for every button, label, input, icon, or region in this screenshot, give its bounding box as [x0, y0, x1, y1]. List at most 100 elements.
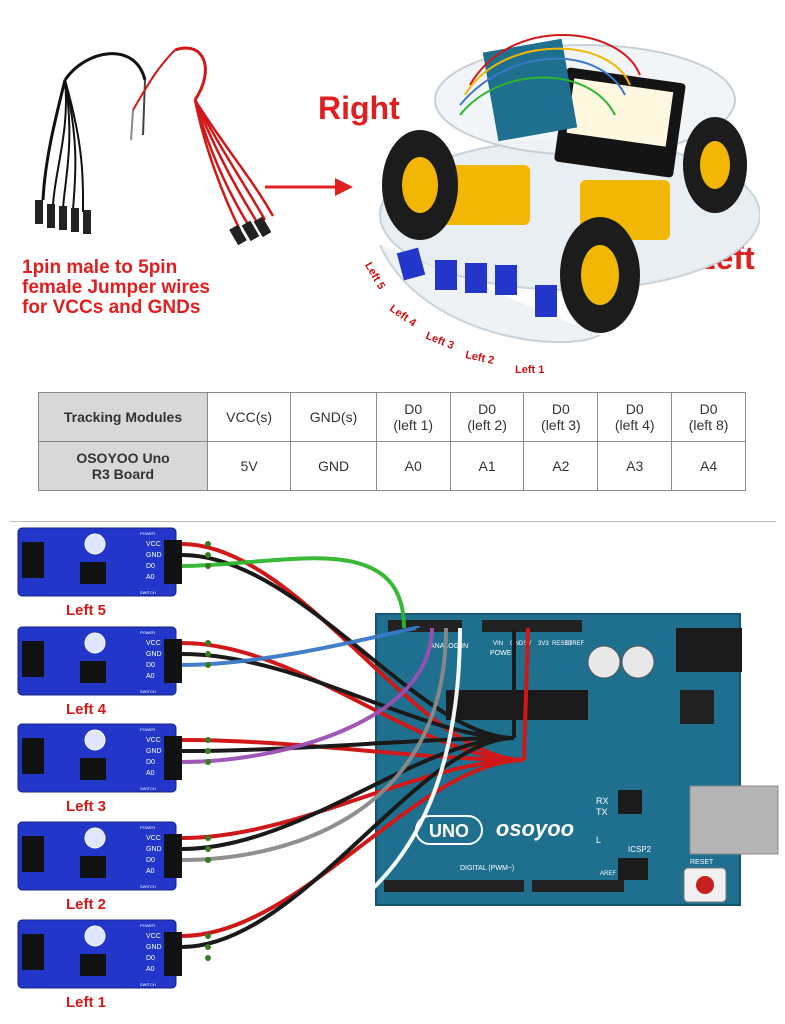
module-pin-label: GND: [146, 846, 162, 853]
board-rx-label: RX: [596, 796, 609, 806]
car-sensor-label-left1: Left 1: [515, 364, 545, 376]
vcc-trunk-wire: [522, 627, 530, 761]
module-label: Left 5: [66, 602, 107, 619]
module-switch-label: SWITCH: [140, 689, 156, 694]
module-label: Left 3: [66, 798, 107, 815]
module-pin-label: GND: [146, 944, 162, 951]
wire-end: [205, 933, 211, 939]
wire-end: [205, 944, 211, 950]
module-pin-label: D0: [146, 662, 155, 669]
vcc-wire: [181, 542, 525, 762]
module-pin-label: D0: [146, 759, 155, 766]
module-pin-label: A0: [146, 673, 155, 680]
table-cell: GND: [290, 441, 377, 491]
module-power-label: POWER: [140, 531, 155, 536]
table-cell: A1: [449, 441, 525, 491]
module-pin-label: D0: [146, 563, 155, 570]
table-cell: A4: [671, 441, 746, 491]
board-pin-reset: RESET: [552, 641, 572, 647]
signal-wire: [181, 627, 434, 764]
board-power-label: POWER: [490, 650, 516, 657]
board-pin-ioref: IOREF: [566, 641, 585, 647]
wire-end: [205, 640, 211, 646]
wire-end: [205, 835, 211, 841]
board-icsp-label: ICSP2: [628, 845, 652, 854]
module-switch-label: SWITCH: [140, 786, 156, 791]
gnd-wire: [181, 736, 515, 851]
section-divider: [10, 521, 776, 522]
wire-end: [205, 748, 211, 754]
module-pin-label: A0: [146, 868, 155, 875]
board-tx-label: TX: [596, 807, 608, 817]
table-cell: D0 (left 1): [375, 392, 451, 442]
board-reset-label: RESET: [690, 859, 714, 866]
table-cell: A0: [375, 441, 451, 491]
board-analog-label: ANALOG IN: [430, 643, 468, 650]
gnd-wire: [181, 652, 515, 740]
module-pin-label: A0: [146, 966, 155, 973]
signal-wire: [181, 625, 420, 667]
table-cell: OSOYOO Uno R3 Board: [38, 441, 208, 491]
board-brand-logo: osoyoo: [496, 816, 574, 841]
vcc-wire: [181, 738, 525, 762]
board-pin-vin: VIN: [493, 641, 503, 647]
board-uno-logo: UNO: [429, 821, 469, 841]
board-l-label: L: [596, 835, 601, 845]
gnd-wire: [181, 736, 515, 949]
tracking-modules: VCCGNDD0A0POWERSWITCHVCCGNDD0A0POWERSWIT…: [17, 527, 182, 989]
table-cell: GND(s): [290, 392, 377, 442]
module-label: Left 4: [66, 701, 107, 718]
module-pin-label: VCC: [146, 737, 161, 744]
module-power-label: POWER: [140, 630, 155, 635]
module-pin-label: D0: [146, 857, 155, 864]
module-switch-label: SWITCH: [140, 590, 156, 595]
module-pin-label: VCC: [146, 541, 161, 548]
module-pin-label: A0: [146, 574, 155, 581]
module-label: Left 2: [66, 896, 107, 913]
jumper-caption: 1pin male to 5pin female Jumper wires fo…: [22, 258, 282, 318]
module-pin-label: VCC: [146, 933, 161, 940]
module-switch-label: SWITCH: [140, 884, 156, 889]
module-power-label: POWER: [140, 825, 155, 830]
board-digital-label: DIGITAL (PWM~): [460, 865, 514, 872]
wire-end: [205, 563, 211, 569]
vcc-wire: [181, 758, 525, 840]
signal-wire: [181, 556, 406, 629]
table-row: Tracking Modules VCC(s) GND(s) D0 (left …: [38, 392, 746, 442]
label-right: Right: [318, 90, 400, 126]
arrow-icon: [265, 175, 355, 204]
wire-end: [205, 552, 211, 558]
vcc-wire: [181, 758, 525, 938]
wire-end: [205, 651, 211, 657]
module-pin-label: GND: [146, 552, 162, 559]
signal-wire: [181, 627, 448, 862]
robot-car-illustration: [360, 5, 761, 355]
jumper-wires: [181, 541, 530, 961]
wire-end: [205, 662, 211, 668]
table-cell: A3: [597, 441, 673, 491]
wire-end: [205, 737, 211, 743]
wire-end: [205, 857, 211, 863]
module-switch-label: SWITCH: [140, 982, 156, 987]
module-pin-label: GND: [146, 748, 162, 755]
signal-wire: [181, 627, 462, 960]
caption-line-1: 1pin male to 5pin: [22, 257, 178, 278]
caption-line-2: female Jumper wires: [22, 277, 210, 298]
module-pin-label: A0: [146, 770, 155, 777]
caption-line-3: for VCCs and GNDs: [22, 297, 201, 318]
wire-end: [205, 541, 211, 547]
wire-end: [205, 955, 211, 961]
table-cell: A2: [523, 441, 599, 491]
module-pin-label: VCC: [146, 835, 161, 842]
wire-end: [205, 759, 211, 765]
vcc-wire: [181, 641, 525, 762]
module-pin-label: VCC: [146, 640, 161, 647]
jumper-wire-illustration: [25, 30, 285, 250]
module-pin-label: D0: [146, 955, 155, 962]
